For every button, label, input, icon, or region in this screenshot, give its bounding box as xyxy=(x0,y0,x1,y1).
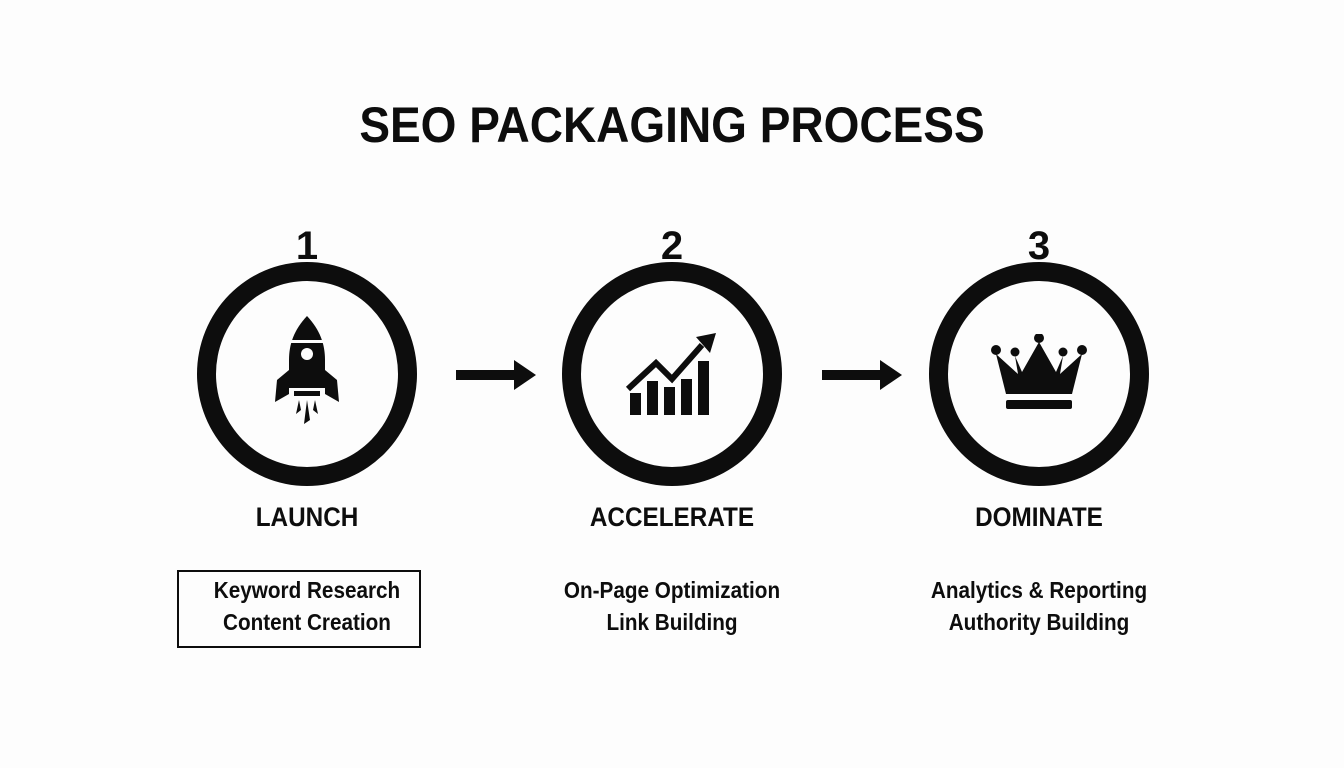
arrow-right-icon xyxy=(822,360,902,390)
page-title: SEO PACKAGING PROCESS xyxy=(359,97,985,153)
step-items: On-Page Optimization Link Building xyxy=(537,574,807,638)
step-label: ACCELERATE xyxy=(589,502,755,532)
step-label: DOMINATE xyxy=(975,502,1103,532)
growth-chart-icon xyxy=(626,333,716,415)
step-items: Analytics & Reporting Authority Building xyxy=(904,574,1174,638)
step-label: LAUNCH xyxy=(255,502,359,532)
step-items: Keyword Research Content Creation xyxy=(172,574,442,638)
step-item: On-Page Optimization xyxy=(563,577,781,603)
step-item: Content Creation xyxy=(223,609,391,635)
step-number: 2 xyxy=(660,224,684,268)
step-items-box xyxy=(177,570,421,648)
step-number: 3 xyxy=(1027,224,1051,268)
step-item: Keyword Research xyxy=(213,577,401,603)
step-circle xyxy=(929,262,1149,486)
crown-icon xyxy=(991,334,1087,409)
step-circle xyxy=(197,262,417,486)
step-item: Analytics & Reporting xyxy=(930,577,1148,603)
arrow-right-icon xyxy=(456,360,536,390)
step-number: 1 xyxy=(295,224,319,268)
step-item: Authority Building xyxy=(948,609,1130,635)
step-item: Link Building xyxy=(606,609,738,635)
step-circle xyxy=(562,262,782,486)
rocket-icon xyxy=(275,316,339,424)
